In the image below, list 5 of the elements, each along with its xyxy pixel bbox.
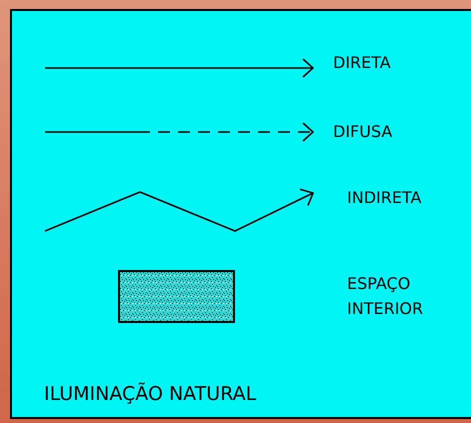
legend-label: DIRETA [333,52,392,74]
caption: ILUMINAÇÃO NATURAL [44,382,256,407]
legend-label: DIFUSA [333,121,394,143]
legend-label: INDIRETA [347,187,422,209]
legend-label: ESPAÇO INTERIOR [347,273,424,320]
